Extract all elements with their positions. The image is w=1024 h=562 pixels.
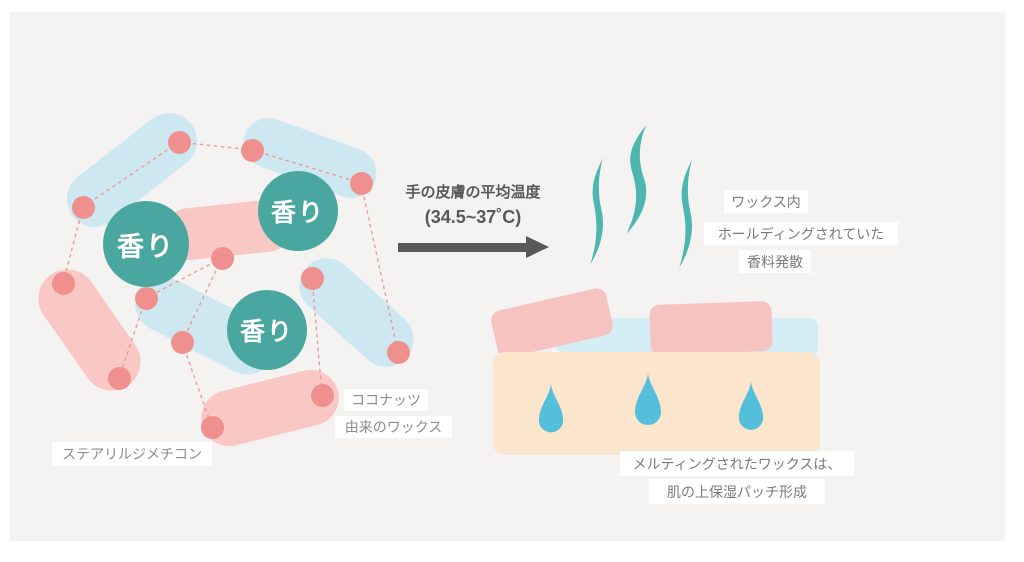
bond-dot bbox=[300, 266, 324, 290]
steam-icon bbox=[590, 125, 693, 268]
temperature-range: (34.5~37˚C) bbox=[424, 207, 522, 227]
bond-dot bbox=[134, 286, 158, 310]
stearyl-dimethicone-label: ステアリルジメチコン bbox=[52, 442, 212, 466]
bond-dot bbox=[386, 340, 410, 364]
bond-dot bbox=[107, 366, 131, 390]
droplet-icon bbox=[635, 372, 661, 425]
release-text-line2: ホールディングされていた bbox=[704, 222, 898, 245]
bond-dot bbox=[170, 330, 194, 354]
bond-dot bbox=[71, 195, 95, 219]
patch-caption-line1: メルティングされたワックスは、 bbox=[620, 451, 854, 476]
coconut-wax-label-line2: 由来のワックス bbox=[335, 416, 452, 438]
bond-dot bbox=[240, 138, 264, 162]
fragrance-circle: 香り bbox=[258, 171, 338, 251]
release-text-line1: ワックス内 bbox=[724, 190, 808, 213]
skin-temperature-title: 手の皮膚の平均温度 bbox=[405, 184, 541, 201]
droplet-icon bbox=[538, 382, 564, 433]
wax-layer-pink-mid bbox=[649, 300, 773, 356]
coconut-wax-label-line1: ココナッツ bbox=[344, 389, 428, 411]
patch-caption-line2: 肌の上保湿パッチ形成 bbox=[649, 479, 825, 504]
release-text-line3: 香料発散 bbox=[739, 250, 811, 273]
arrow-shaft bbox=[398, 243, 526, 252]
arrow-head-icon bbox=[526, 236, 549, 258]
bond-dot bbox=[167, 130, 191, 154]
fragrance-circle: 香り bbox=[227, 290, 307, 370]
bond-dot bbox=[310, 383, 334, 407]
droplet-icon bbox=[738, 380, 764, 430]
bond-dot bbox=[349, 171, 373, 195]
bond-dot bbox=[51, 271, 75, 295]
bond-dot bbox=[200, 415, 224, 439]
bond-dot bbox=[210, 246, 234, 270]
fragrance-circle: 香り bbox=[103, 201, 189, 287]
